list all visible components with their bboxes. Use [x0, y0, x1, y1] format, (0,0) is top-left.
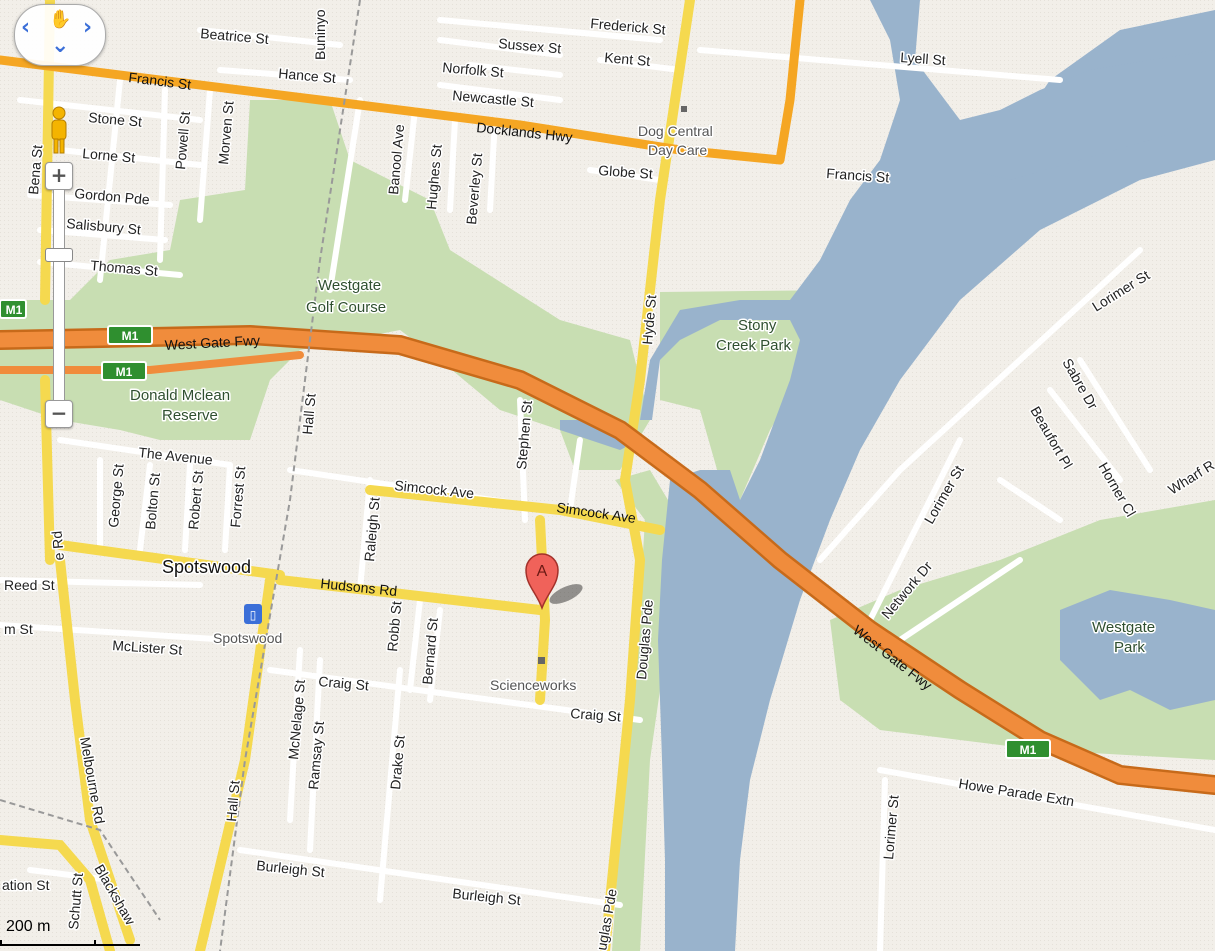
label-west-gate-fwy-west: West Gate Fwy: [164, 332, 260, 353]
label-golf-course: Golf Course: [306, 299, 386, 316]
label-stony: Stony: [738, 317, 777, 334]
pan-right-button[interactable]: ›: [83, 15, 93, 40]
highway-shield: M1: [107, 325, 153, 345]
train-station-icon: ▯: [244, 604, 262, 624]
river-inlet-north: [960, 50, 1215, 180]
label-hall-st-north: Hall St: [299, 393, 319, 436]
zoom-slider-track[interactable]: [45, 190, 73, 400]
label-craig-st-east: Craig St: [570, 705, 622, 724]
label-donald-mclean: Donald Mclean: [130, 387, 230, 404]
label-craig-st-west: Craig St: [318, 673, 370, 693]
pan-hand-icon[interactable]: ✋: [49, 9, 72, 30]
label-reserve: Reserve: [162, 407, 218, 424]
label-park: Park: [1114, 639, 1145, 656]
marker-pin-icon: [525, 553, 559, 611]
poi-scienceworks-icon: [538, 657, 545, 664]
label-lyell-st: Lyell St: [900, 49, 947, 68]
label-reed-st: Reed St: [4, 577, 55, 593]
docklands-highway: [0, 0, 805, 165]
highway-shield: M1: [101, 361, 147, 381]
poi-dog-central-icon: [681, 106, 687, 112]
label-day-care: Day Care: [648, 142, 707, 158]
label-francis-st-east: Francis St: [826, 165, 890, 185]
svg-text:▯: ▯: [250, 608, 257, 622]
svg-text:M1: M1: [1020, 743, 1037, 757]
zoom-out-button[interactable]: −: [45, 400, 73, 428]
label-drake-st: Drake St: [387, 735, 408, 791]
label-spotswood-suburb: Spotswood: [162, 557, 251, 577]
pan-down-button[interactable]: ⌄: [51, 33, 70, 58]
west-gate-freeway: [0, 324, 1215, 795]
label-globe-st: Globe St: [598, 162, 654, 182]
label-francis-st-west: Francis St: [128, 69, 193, 93]
map-marker-a[interactable]: A: [525, 553, 585, 611]
svg-text:M1: M1: [122, 329, 139, 343]
label-ation-st: ation St: [2, 877, 50, 893]
label-mclister-st: McLister St: [112, 637, 183, 658]
label-douglas-pde: Douglas Pde: [633, 599, 656, 680]
label-hance-st: Hance St: [278, 65, 337, 86]
label-scienceworks: Scienceworks: [490, 677, 576, 693]
scale-bar-line-ext: [92, 940, 140, 946]
scale-bar: 200 m: [0, 912, 150, 951]
label-m-st: m St: [4, 621, 33, 637]
park-westgate: [830, 500, 1215, 760]
label-bena-st: Bena St: [25, 144, 45, 195]
label-bolton-st: Bolton St: [142, 472, 163, 530]
marker-label: A: [537, 563, 548, 580]
label-creek-park: Creek Park: [716, 337, 792, 354]
marker-shadow: [549, 584, 583, 604]
label-dog-central: Dog Central: [638, 123, 713, 139]
zoom-control[interactable]: + −: [45, 162, 73, 428]
scale-bar-line: [0, 940, 96, 946]
label-westgate-park: Westgate: [1092, 619, 1155, 636]
scale-label: 200 m: [6, 918, 51, 935]
westgate-park-lake: [1060, 590, 1215, 710]
label-robb-st: Robb St: [384, 600, 404, 652]
label-stone-st: Stone St: [88, 109, 143, 130]
label-spotswood-station: Spotswood: [213, 630, 282, 646]
minor-streets: [0, 17, 1215, 951]
label-melbourne-rd-north: e Rd: [48, 530, 67, 561]
label-schutt-st: Schutt St: [65, 872, 86, 930]
label-hall-st-south: Hall St: [223, 780, 243, 823]
zoom-in-button[interactable]: +: [45, 162, 73, 190]
rail-lines: [0, 0, 361, 951]
label-hyde-st: Hyde St: [639, 294, 659, 345]
highway-shield: M1: [0, 299, 27, 319]
label-kent-st: Kent St: [604, 49, 651, 69]
label-buninyong: Buninyo: [312, 9, 328, 60]
street-view-pegman-icon[interactable]: [45, 105, 73, 155]
svg-text:M1: M1: [6, 303, 23, 317]
highway-shield: M1: [1005, 739, 1051, 759]
label-lorne-st: Lorne St: [82, 145, 136, 166]
label-westgate-golf: Westgate: [318, 277, 381, 294]
pan-left-button[interactable]: ‹: [21, 15, 31, 40]
pan-control[interactable]: ‹ ✋ › ⌄: [14, 4, 106, 66]
zoom-slider-thumb[interactable]: [45, 248, 73, 262]
svg-text:M1: M1: [116, 365, 133, 379]
